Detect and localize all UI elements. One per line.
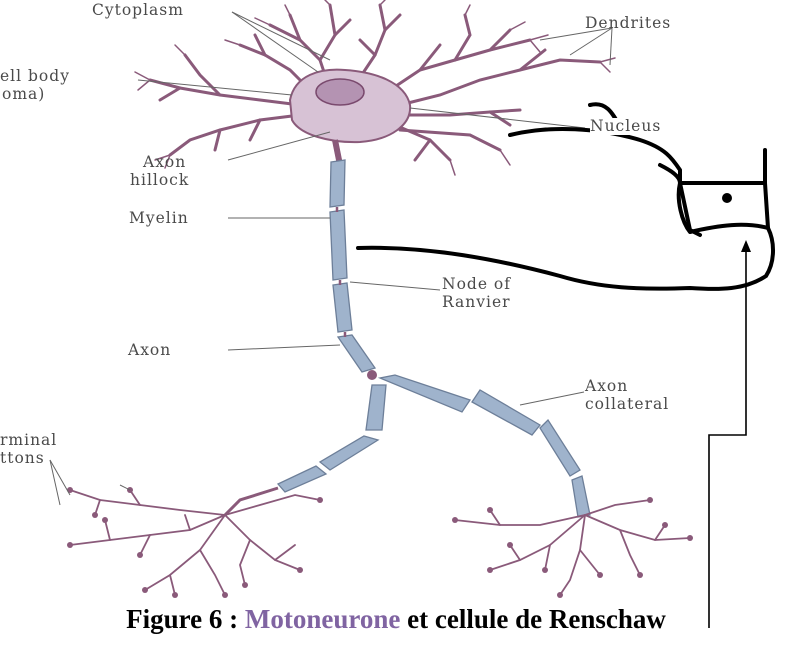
nucleus — [316, 79, 364, 105]
renshaw-nucleus — [722, 193, 732, 203]
label-axon-collateral: Axon — [585, 378, 628, 395]
label-dendrites: Dendrites — [585, 15, 671, 32]
label-soma: oma) — [2, 86, 45, 103]
label-cytoplasm: Cytoplasm — [92, 2, 184, 19]
axon — [330, 160, 375, 372]
label-axon-hillock-2: hillock — [130, 172, 189, 189]
label-axon: Axon — [128, 342, 171, 359]
connection-arrow — [709, 248, 746, 628]
arrow-head — [741, 240, 751, 252]
label-buttons: ttons — [0, 450, 45, 467]
caption-highlight: Motoneurone — [245, 604, 401, 634]
caption-suffix: et cellule de Renschaw — [400, 604, 665, 634]
label-node-of-ranvier: Node of — [442, 276, 511, 293]
label-cell-body: ell body — [0, 68, 70, 85]
caption-prefix: Figure 6 : — [126, 604, 245, 634]
label-collateral: collateral — [585, 396, 669, 413]
label-ranvier: Ranvier — [442, 294, 511, 311]
label-terminal: rminal — [0, 432, 57, 449]
label-nucleus: Nucleus — [590, 118, 661, 135]
label-myelin: Myelin — [129, 210, 189, 227]
terminal-branches — [70, 490, 690, 595]
figure-caption: Figure 6 : Motoneurone et cellule de Ren… — [0, 604, 792, 635]
axon-collateral — [380, 375, 590, 517]
label-axon-hillock: Axon — [143, 154, 186, 171]
